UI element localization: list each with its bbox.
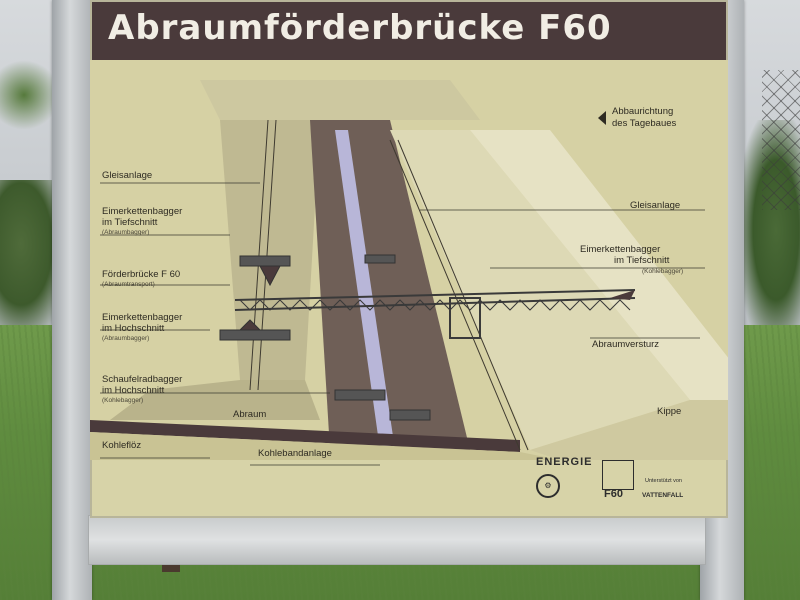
mine-diagram: Gleisanlage Eimerkettenbagger im Tiefsch… — [90, 60, 728, 518]
title-bar: Abraumförderbrücke F60 — [92, 2, 726, 60]
label-kippe: Kippe — [657, 406, 682, 417]
excavator-tiefschnitt-left — [239, 255, 291, 287]
left-bench-upper — [220, 120, 320, 380]
logo-vattenfall-text: VATTENFALL — [642, 492, 684, 499]
label-schaufelrad-1: Schaufelradbagger — [102, 374, 183, 385]
label-gleisanlage-left: Gleisanlage — [102, 170, 153, 181]
label-eimerketten-hoch-1: Eimerkettenbagger — [102, 312, 183, 323]
tree-leaves — [0, 60, 60, 130]
excavator-right-small — [364, 254, 396, 264]
label-eimerketten-hoch-sub: (Abraumbagger) — [102, 335, 150, 342]
label-eimerketten-hoch-2: im Hochschnitt — [102, 323, 165, 334]
logo-unterstuetzt-text: Unterstützt von — [645, 478, 682, 484]
label-schaufelrad-sub: (Kohlebagger) — [102, 397, 144, 404]
label-eimerketten-right-sub: (Kohlebagger) — [642, 268, 684, 275]
label-eimerketten-tief-sub: (Abraumbagger) — [102, 229, 150, 236]
label-eimerketten-tief-2: im Tiefschnitt — [102, 217, 158, 228]
label-foerderbruecke: Förderbrücke F 60 — [102, 269, 181, 280]
water-channel — [335, 130, 395, 450]
excavator-hochschnitt-left — [219, 319, 291, 341]
label-abbaurichtung-1: Abbaurichtung — [612, 106, 674, 117]
label-eimerketten-tief-1: Eimerkettenbagger — [102, 206, 183, 217]
label-abbaurichtung-2: des Tagebaues — [612, 118, 677, 129]
logo-energie-text: ENERGIE — [536, 456, 593, 468]
leader-lines — [100, 182, 705, 466]
steel-lattice-structure — [762, 70, 800, 210]
conveyor-bridge-f60 — [234, 289, 636, 339]
terrace-top — [200, 80, 480, 120]
f60-logo-icon — [602, 460, 634, 490]
label-eimerketten-right-1: Eimerkettenbagger — [580, 244, 661, 255]
bucket-wheel-excavator — [334, 389, 431, 421]
label-abraum: Abraum — [233, 409, 267, 420]
coal-seam — [90, 420, 520, 452]
label-gleisanlage-right: Gleisanlage — [630, 200, 681, 211]
label-foerderbruecke-sub: (Abraumtransport) — [102, 281, 155, 288]
left-bench-lower — [110, 380, 320, 420]
sign-post-left — [52, 0, 92, 600]
label-eimerketten-right-2: im Tiefschnitt — [614, 255, 670, 266]
gear-logo-icon: ⚙ — [536, 474, 560, 498]
label-kohlebandanlage: Kohlebandanlage — [258, 448, 332, 459]
mine-diagram-illustration — [90, 60, 728, 466]
label-abraumversturz: Abraumversturz — [592, 339, 660, 350]
coal-belt-floor — [90, 432, 560, 460]
direction-arrow-icon — [598, 111, 606, 125]
rail-line-1 — [249, 119, 269, 391]
logo-f60-text: F60 — [604, 488, 623, 500]
spoil-ridge — [470, 130, 728, 400]
kippe-area — [530, 400, 728, 460]
info-sign-panel: Abraumförderbrücke F60 — [90, 0, 728, 518]
label-schaufelrad-2: im Hochschnitt — [102, 385, 165, 396]
sign-title: Abraumförderbrücke F60 — [108, 8, 612, 48]
sign-frame-bottom-rail — [88, 515, 706, 565]
label-kohlefloez: Kohleflöz — [102, 440, 142, 451]
rail-line-2 — [257, 119, 277, 391]
